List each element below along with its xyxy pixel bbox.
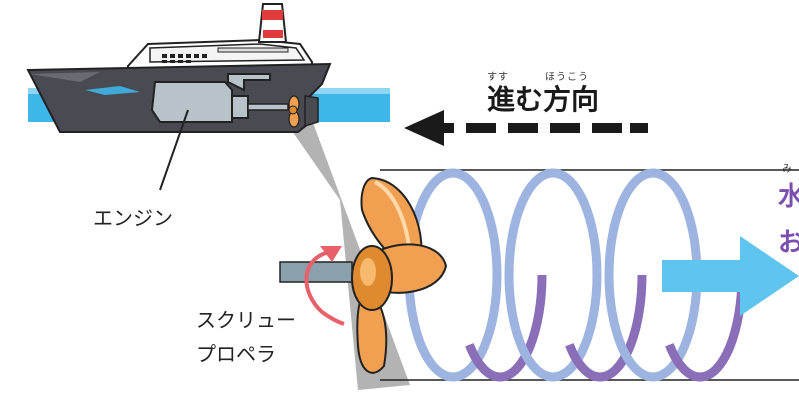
stern-propeller xyxy=(288,95,300,128)
engine-label: エンジン xyxy=(93,206,173,230)
screw-label-line2: プロペラ xyxy=(196,342,276,366)
engine-pointer xyxy=(159,109,189,191)
direction-ruby-2: ほうこう xyxy=(545,72,589,83)
rotation-arrow-icon xyxy=(304,246,345,326)
propeller-shaft xyxy=(279,261,353,283)
direction-label: 進む方向 xyxy=(487,83,600,116)
ship-icon xyxy=(26,3,332,133)
dashed-left-arrow-icon xyxy=(404,110,648,146)
engine-block xyxy=(150,73,289,123)
direction-ruby-1: すす xyxy=(487,72,509,83)
water-ruby-partial: み xyxy=(782,164,793,175)
propeller-icon xyxy=(351,176,448,374)
screw-label-line1: スクリュー xyxy=(196,308,296,332)
flow-right-arrow-icon xyxy=(662,236,799,316)
water-label-line1: 水 xyxy=(778,182,799,212)
water-label-line2: お xyxy=(778,228,799,258)
